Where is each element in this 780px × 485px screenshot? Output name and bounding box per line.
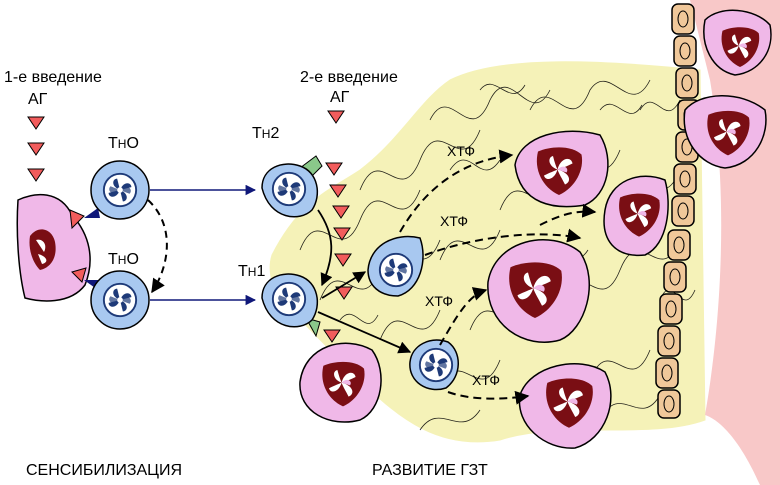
first-introduction-label: 1-е введение xyxy=(4,69,102,86)
chemotactic-factor-label-3: ХТФ xyxy=(425,293,454,309)
th0-renewal-arrow xyxy=(147,199,168,294)
th0-upper-label: ТНО xyxy=(108,135,139,152)
differentiation-arrows xyxy=(150,184,257,306)
tissue-lymphocyte-2 xyxy=(409,339,459,391)
second-antigen-label: АГ xyxy=(330,89,350,106)
antigen-1st xyxy=(27,116,87,283)
second-introduction-label: 2-е введение xyxy=(300,69,398,86)
th2-cell xyxy=(261,163,319,218)
antigen-2nd xyxy=(323,110,353,343)
dth-development-caption: РАЗВИТИЕ ГЗТ xyxy=(372,462,488,479)
first-antigen-label: АГ xyxy=(28,91,48,108)
macrophage-3 xyxy=(518,363,612,449)
th0-cell-lower xyxy=(90,270,150,330)
macrophage-1 xyxy=(514,130,609,208)
th1-cell xyxy=(261,273,319,328)
th2-label: ТН2 xyxy=(252,125,280,142)
chemotaxis-arrows xyxy=(399,149,597,405)
sensitization-caption: СЕНСИБИЛИЗАЦИЯ xyxy=(26,462,183,479)
macrophage-2 xyxy=(487,239,590,343)
macrophage-7 xyxy=(703,9,772,76)
macrophage-5 xyxy=(603,175,669,257)
macrophage-4 xyxy=(299,342,382,423)
th1-label: ТН1 xyxy=(238,263,266,280)
macrophage-6 xyxy=(683,95,767,169)
migration-arrows xyxy=(317,209,412,354)
th0-lower-label: ТНО xyxy=(108,251,139,268)
chemotactic-factor-label-2: ХТФ xyxy=(440,213,469,229)
chemotactic-factor-label-4: ХТФ xyxy=(472,372,501,388)
th0-cell-upper xyxy=(90,160,150,220)
chemotactic-factor-label-1: ХТФ xyxy=(447,143,476,159)
tissue-lymphocyte-1 xyxy=(367,235,424,297)
